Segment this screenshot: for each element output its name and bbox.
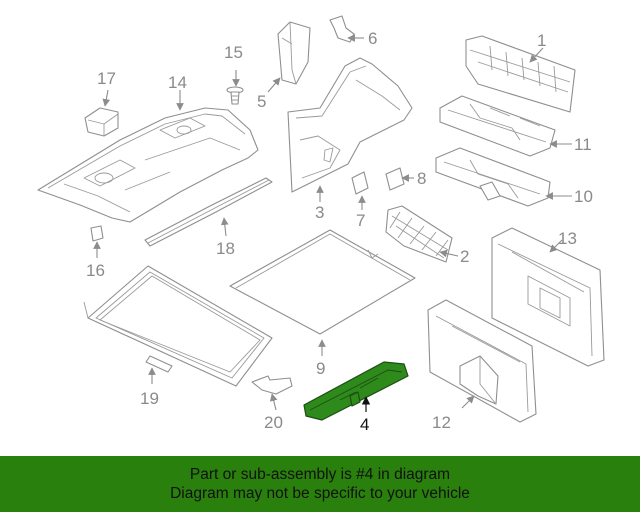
- callout-17: 17: [97, 69, 116, 88]
- callout-10: 10: [574, 187, 593, 206]
- part-8-plate[interactable]: [385, 167, 405, 191]
- part-20-bracket[interactable]: [251, 375, 293, 395]
- part-7-plate[interactable]: [351, 171, 369, 195]
- callout-14: 14: [168, 73, 187, 92]
- part-15-push-pin[interactable]: [226, 86, 244, 105]
- callout-3: 3: [315, 203, 324, 222]
- callout-5: 5: [257, 92, 266, 111]
- callout-9: 9: [316, 359, 325, 378]
- callout-19: 19: [140, 389, 159, 408]
- part-19-cargo-cover[interactable]: [83, 265, 273, 387]
- part-3-side-trim[interactable]: [287, 57, 413, 193]
- part-10-tray[interactable]: [435, 147, 551, 207]
- callout-15: 15: [224, 43, 243, 62]
- part-12-rear-panel[interactable]: [427, 299, 537, 423]
- part-5-panel[interactable]: [277, 21, 311, 85]
- part-11-tray[interactable]: [439, 95, 556, 157]
- callout-8: 8: [417, 169, 426, 188]
- callout-4: 4: [360, 415, 369, 434]
- part-18-trim-strip[interactable]: [144, 177, 273, 247]
- part-14-parcel-shelf[interactable]: [37, 107, 259, 223]
- callout-labels: 1 2 3 4 5 6 7 8 9 10 11 12 13 14 15 16 1…: [86, 29, 593, 434]
- callout-2: 2: [460, 247, 469, 266]
- callout-16: 16: [86, 261, 105, 280]
- callout-12: 12: [432, 413, 451, 432]
- part-16-clip[interactable]: [90, 225, 104, 242]
- callout-1: 1: [537, 31, 546, 50]
- callout-6: 6: [368, 29, 377, 48]
- part-1-upper-panel[interactable]: [465, 35, 576, 113]
- part-4-highlighted[interactable]: [303, 361, 409, 421]
- part-9-floor-panel[interactable]: [229, 229, 416, 335]
- callout-18: 18: [216, 239, 235, 258]
- leader-lines: [93, 34, 572, 412]
- callout-13: 13: [558, 229, 577, 248]
- banner-line-1: Part or sub-assembly is #4 in diagram: [189, 466, 451, 483]
- callout-20: 20: [264, 413, 283, 432]
- part-13-rear-panel[interactable]: [491, 227, 605, 367]
- banner-line-2: Diagram may not be specific to your vehi…: [170, 485, 470, 502]
- callout-11: 11: [574, 135, 592, 154]
- part-17-clip[interactable]: [84, 107, 119, 137]
- callout-7: 7: [356, 211, 365, 230]
- info-banner: Part or sub-assembly is #4 in diagram Di…: [0, 456, 640, 512]
- part-2-cargo-net[interactable]: [385, 205, 453, 263]
- exploded-parts-diagram: 1 2 3 4 5 6 7 8 9 10 11 12 13 14 15 16 1…: [37, 15, 605, 434]
